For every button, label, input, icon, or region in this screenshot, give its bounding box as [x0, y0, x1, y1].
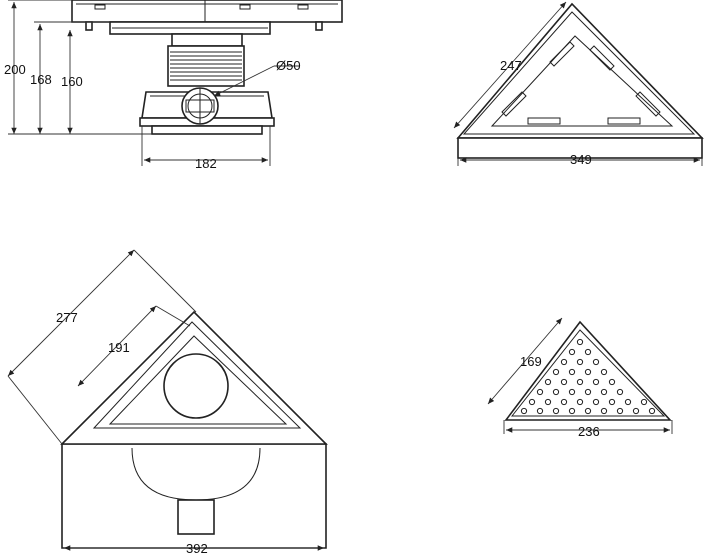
- grate-view: 169 236: [487, 317, 673, 439]
- dim-grate-width: 236: [578, 424, 600, 439]
- frame-outer: [456, 2, 704, 139]
- corrugated-body: [167, 45, 245, 87]
- dim-iso-width: 392: [186, 541, 208, 555]
- dim-inner-side: 191: [108, 340, 130, 355]
- iso-drain: [163, 353, 229, 419]
- dim-outlet-height: 160: [61, 74, 83, 89]
- top-frame-view: 247 349: [453, 1, 704, 167]
- dim-frame-width: 349: [570, 152, 592, 167]
- dim-overall-height: 200: [4, 62, 26, 77]
- dim-outer-side: 277: [56, 310, 78, 325]
- dim-frame-side: 247: [500, 58, 522, 73]
- iso-view: 277 191 392: [7, 249, 328, 555]
- dim-outlet-diameter: Ø50: [276, 58, 301, 73]
- top-plate: [71, 0, 343, 23]
- grate-holes: [520, 338, 656, 415]
- side-view: 200 168 160 Ø50 182: [4, 0, 343, 171]
- dim-base-width: 182: [195, 156, 217, 171]
- dim-body-height: 168: [30, 72, 52, 87]
- dim-grate-side: 169: [520, 354, 542, 369]
